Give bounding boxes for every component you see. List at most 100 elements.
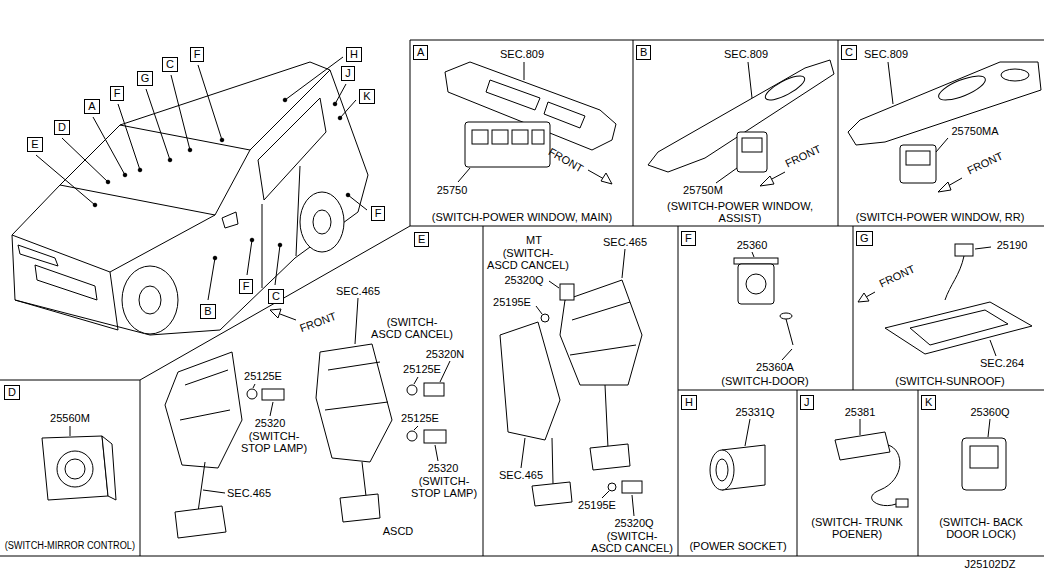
- panel-caption: (SWITCH- TRUNK POENER): [811, 516, 904, 540]
- part-label: SEC.809: [724, 48, 768, 60]
- power-socket: [716, 459, 728, 481]
- callout-box: A: [413, 45, 428, 60]
- front-arrow: [270, 309, 281, 318]
- part-label: SEC.465: [499, 469, 543, 481]
- pedal-bracket: [500, 322, 560, 440]
- part-point: [138, 168, 142, 172]
- panel-caption: (SWITCH- BACK DOOR LOCK): [939, 516, 1024, 540]
- panel-border: [410, 226, 1044, 227]
- door-mirror: [222, 212, 238, 228]
- panel-border: [678, 226, 679, 556]
- pedal-pad: [590, 444, 630, 470]
- panel-caption: (POWER SOCKET): [689, 540, 786, 552]
- panel: D(SWITCH-MIRROR CONTROL): [0, 380, 140, 556]
- callout-box: C: [841, 45, 857, 60]
- part-label: 25360: [737, 239, 768, 251]
- part-label: 25360Q: [970, 406, 1009, 418]
- callout-letter: E: [31, 138, 38, 151]
- part-label: 25195E: [493, 296, 531, 308]
- panel-border: [410, 40, 411, 226]
- switch-button: [906, 151, 930, 165]
- switch-button: [492, 130, 508, 144]
- opener-switch: [835, 432, 890, 460]
- panel-caption: (SWITCH-POWER WINDOW, RR): [856, 211, 1025, 223]
- part-label: FRONT: [877, 263, 916, 290]
- car-body: [12, 62, 368, 335]
- pedal-pad: [532, 482, 572, 506]
- callout-box: K: [359, 89, 374, 104]
- part-label: FRONT: [783, 143, 822, 170]
- callout-box: F: [681, 231, 696, 246]
- pedal-bracket: [570, 302, 636, 355]
- callout-letter: G: [141, 72, 150, 85]
- part-label: MT: [526, 234, 542, 246]
- panel-border: [633, 40, 634, 226]
- car-window: [258, 98, 326, 200]
- callout-box: G: [137, 71, 154, 86]
- callout-letter: E: [418, 233, 425, 246]
- part-label: 25125E: [401, 412, 439, 424]
- front-arrow: [858, 293, 869, 302]
- screw: [786, 319, 793, 345]
- callout-box: H: [681, 395, 697, 410]
- callout-letter: A: [417, 46, 424, 59]
- panel-border: [797, 390, 798, 556]
- leader-line: [70, 426, 71, 436]
- part-label: 25320: [428, 462, 459, 474]
- callout-box: F: [239, 279, 254, 294]
- callout-letter: G: [860, 232, 869, 245]
- panel-border: [678, 390, 1044, 391]
- part-point: [283, 98, 287, 102]
- part-point: [346, 193, 350, 197]
- callout-box: D: [4, 385, 20, 400]
- front-arrow: [938, 182, 951, 192]
- door-trim: [648, 60, 834, 172]
- part-label: 25320Q: [614, 517, 653, 529]
- switch-body: [424, 383, 444, 396]
- headlamp: [18, 245, 58, 266]
- leader-line: [888, 62, 948, 152]
- panel-border: [0, 380, 140, 381]
- pedal-bracket: [560, 280, 642, 385]
- callout-letter: D: [58, 121, 66, 134]
- part-label: SEC.809: [864, 48, 908, 60]
- switch-plunger: [746, 274, 766, 294]
- callout-box: A: [84, 99, 99, 114]
- callout-box: E: [27, 137, 42, 152]
- lock-switch: [962, 438, 1006, 490]
- front-arrow: [770, 172, 785, 180]
- leader-line: [716, 62, 752, 183]
- pedal-arm: [362, 462, 366, 496]
- callout-letter: F: [194, 48, 201, 61]
- wire: [872, 445, 900, 506]
- callout-letter: F: [685, 232, 692, 245]
- trim-opening: [1001, 69, 1029, 81]
- callout-box: G: [856, 231, 873, 246]
- callout-box: C: [162, 57, 178, 72]
- callout-letter: F: [243, 280, 250, 293]
- panel: B(SWITCH-POWER WINDOW, ASSIST): [633, 40, 838, 226]
- part-label: ASCD: [383, 525, 414, 537]
- front-arrow: [601, 173, 612, 184]
- pedal-arm: [198, 462, 205, 512]
- part-point: [93, 203, 97, 207]
- part-label: (SWITCH- ASCD CANCEL): [371, 316, 454, 340]
- lock-nut: [608, 483, 616, 491]
- window-switch: [900, 145, 936, 183]
- part-label: 25381: [845, 406, 876, 418]
- leader-line: [975, 247, 996, 356]
- pedal-bracket: [325, 362, 388, 410]
- connector: [955, 244, 973, 256]
- pedal-pad: [340, 494, 380, 522]
- pedal-bracket: [316, 344, 392, 462]
- switch-button: [472, 130, 488, 144]
- callout-box: H: [346, 47, 362, 62]
- switch-button: [742, 138, 762, 152]
- sunroof-switch: [885, 302, 1032, 354]
- part-label: 25750MA: [951, 125, 998, 137]
- part-label: (SWITCH- STOP LAMP): [410, 475, 478, 499]
- panel-caption: (SWITCH- ASCD CANCEL): [591, 530, 674, 554]
- part-label: (SWITCH- ASCD CANCEL): [487, 247, 570, 271]
- wheel-hub: [313, 210, 331, 234]
- front-arrow: [588, 170, 604, 179]
